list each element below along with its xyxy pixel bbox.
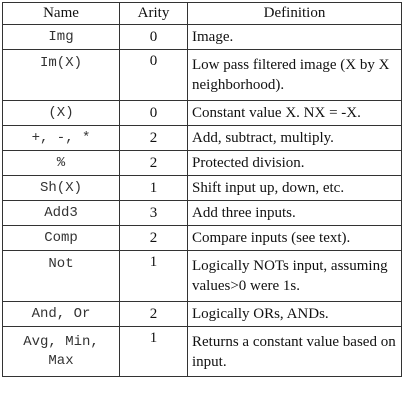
cell-definition: Image. <box>187 24 402 50</box>
header-definition: Definition <box>187 2 402 25</box>
table-row: % 2 Protected division. <box>2 150 402 176</box>
cell-arity: 1 <box>119 326 188 377</box>
table-row: Not 1 Logically NOTs input, assuming val… <box>2 250 402 302</box>
header-arity: Arity <box>119 2 188 25</box>
cell-arity: 2 <box>119 150 188 176</box>
cell-name: (X) <box>2 100 120 126</box>
cell-arity: 2 <box>119 125 188 151</box>
table-row: And, Or 2 Logically ORs, ANDs. <box>2 301 402 327</box>
header-name: Name <box>2 2 120 25</box>
cell-definition: Compare inputs (see text). <box>187 225 402 251</box>
cell-name: % <box>2 150 120 176</box>
cell-definition: Returns a constant value based on input. <box>187 326 402 377</box>
cell-name: Img <box>2 24 120 50</box>
table-row: Comp 2 Compare inputs (see text). <box>2 225 402 251</box>
cell-arity: 0 <box>119 100 188 126</box>
cell-definition: Logically NOTs input, assuming values>0 … <box>187 250 402 302</box>
cell-name: Not <box>2 250 120 302</box>
cell-name: Sh(X) <box>2 175 120 201</box>
cell-definition: Logically ORs, ANDs. <box>187 301 402 327</box>
table-row: +, -, * 2 Add, subtract, multiply. <box>2 125 402 151</box>
header-row: Name Arity Definition <box>2 2 402 25</box>
cell-arity: 0 <box>119 49 188 101</box>
operator-table-container: Name Arity Definition Img 0 Image. Im(X)… <box>2 2 402 377</box>
cell-name: +, -, * <box>2 125 120 151</box>
cell-definition: Add, subtract, multiply. <box>187 125 402 151</box>
cell-arity: 0 <box>119 24 188 50</box>
cell-arity: 2 <box>119 301 188 327</box>
cell-arity: 1 <box>119 250 188 302</box>
cell-name: And, Or <box>2 301 120 327</box>
table-row: Avg, Min, Max 1 Returns a constant value… <box>2 326 402 377</box>
table-row: Img 0 Image. <box>2 24 402 50</box>
table-row: Add3 3 Add three inputs. <box>2 200 402 226</box>
cell-definition: Low pass filtered image (X by X neighbor… <box>187 49 402 101</box>
cell-arity: 2 <box>119 225 188 251</box>
operator-table: Name Arity Definition Img 0 Image. Im(X)… <box>2 2 402 377</box>
cell-definition: Add three inputs. <box>187 200 402 226</box>
table-row: Sh(X) 1 Shift input up, down, etc. <box>2 175 402 201</box>
cell-arity: 1 <box>119 175 188 201</box>
cell-arity: 3 <box>119 200 188 226</box>
cell-name: Avg, Min, Max <box>2 326 120 377</box>
cell-definition: Shift input up, down, etc. <box>187 175 402 201</box>
cell-definition: Constant value X. NX = -X. <box>187 100 402 126</box>
cell-name: Comp <box>2 225 120 251</box>
cell-name: Im(X) <box>2 49 120 101</box>
table-row: (X) 0 Constant value X. NX = -X. <box>2 100 402 126</box>
cell-definition: Protected division. <box>187 150 402 176</box>
cell-name: Add3 <box>2 200 120 226</box>
table-row: Im(X) 0 Low pass filtered image (X by X … <box>2 49 402 101</box>
